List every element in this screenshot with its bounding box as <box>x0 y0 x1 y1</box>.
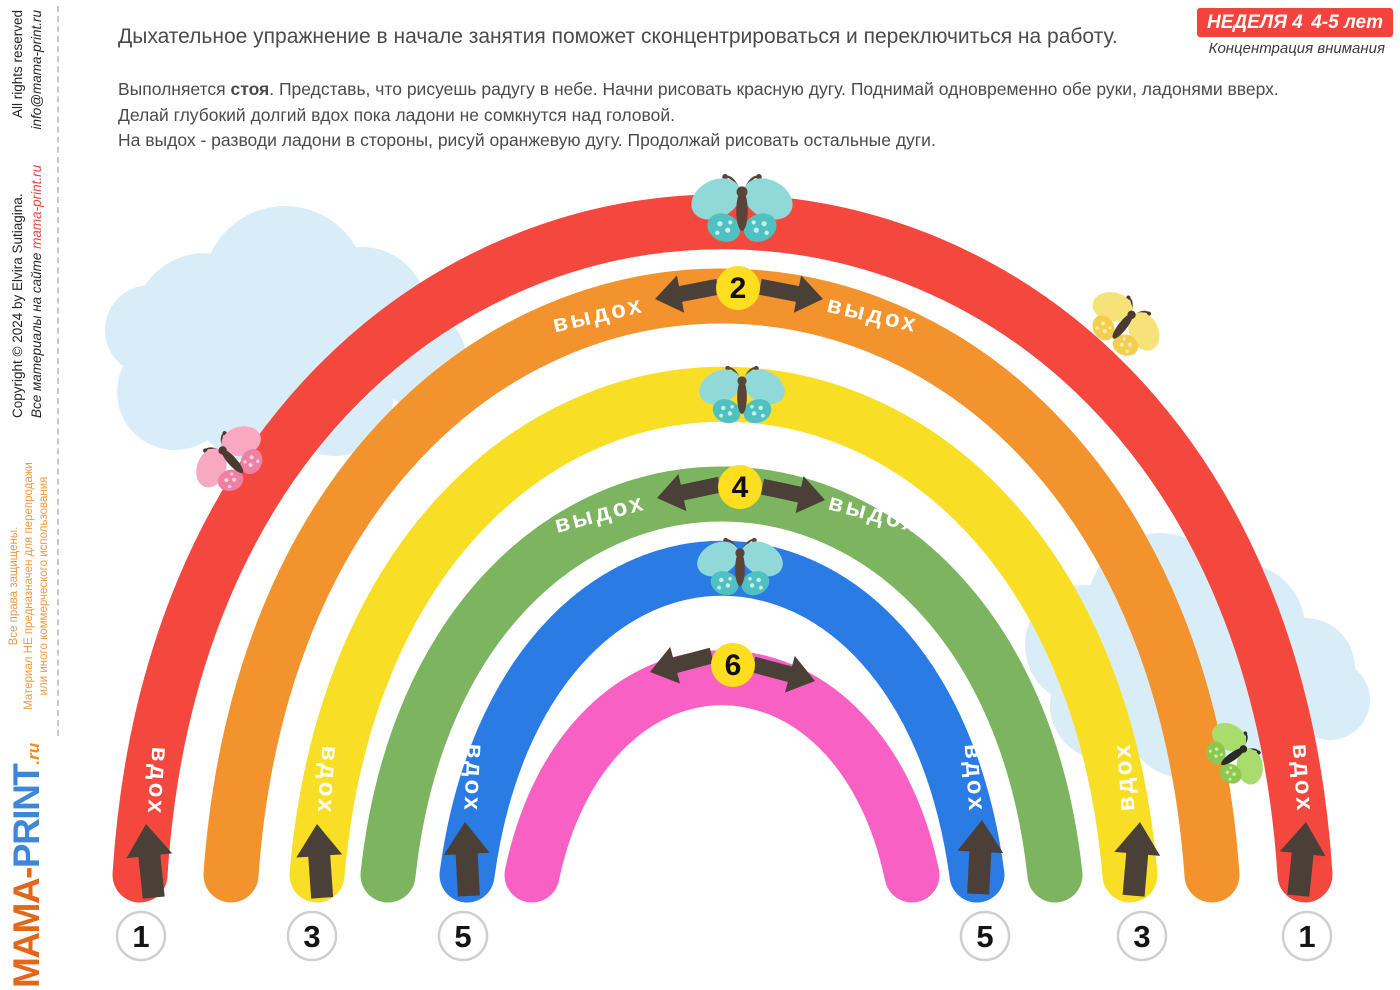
step-number: 6 <box>725 649 742 682</box>
exhale-step-badges: 2 4 6 <box>711 266 762 687</box>
exhale-arrows <box>650 275 825 693</box>
site-link: mama-print.ru <box>29 164 44 249</box>
arrow-up-icon <box>1114 822 1161 897</box>
inhale-label: вдох <box>1287 743 1319 814</box>
instructions-line-3: На выдох - разводи ладони в стороны, рис… <box>118 130 936 150</box>
arrow-right-icon <box>758 275 823 313</box>
arrow-up-icon <box>126 824 173 899</box>
step-circle <box>959 910 1011 962</box>
step-number: 1 <box>1298 919 1315 954</box>
instructions: Выполняется стоя. Представь, что рисуешь… <box>118 77 1279 154</box>
bold-standing-word: стоя <box>230 79 270 99</box>
sidebar-divider <box>57 6 59 736</box>
copyright-text: Copyright © 2024 by Elvira Sutiagina. <box>10 193 25 418</box>
sidebar-copyright-row: Copyright © 2024 by Elvira Sutiagina. Al… <box>10 10 25 418</box>
arc-pink <box>504 650 940 903</box>
arrow-left-icon <box>650 646 714 684</box>
step-circle <box>1116 910 1168 962</box>
arrow-up-icon <box>443 822 490 897</box>
week-label: НЕДЕЛЯ 4 <box>1207 11 1303 33</box>
step-number: 3 <box>1133 919 1150 954</box>
rights-text: All rights reserved <box>10 10 25 119</box>
inhale-label: вдох <box>458 743 489 814</box>
age-label: 4-5 лет <box>1311 11 1383 33</box>
mama-print-logo: MAMA-PRINT.ru <box>6 742 47 988</box>
step-circle <box>437 910 489 962</box>
inhale-label: вдох <box>312 745 344 816</box>
email-text: info@mama-print.ru <box>29 10 44 130</box>
step-circle <box>115 910 167 962</box>
arrow-left-icon <box>655 275 720 313</box>
page-title: Дыхательное упражнение в начале занятия … <box>118 25 1118 48</box>
inhale-step-badges: 1 3 5 5 3 1 <box>115 910 1333 962</box>
step-number: 5 <box>976 919 993 954</box>
week-badge: НЕДЕЛЯ 4 4-5 лет <box>1197 8 1393 37</box>
inhale-label: вдох <box>959 743 991 814</box>
materials-text: Все материалы на сайте mama-print.ru <box>29 164 44 418</box>
step-circle <box>716 266 760 310</box>
arrow-right-icon <box>751 655 815 693</box>
inhale-label: вдох <box>1109 741 1141 812</box>
step-number: 5 <box>454 919 471 954</box>
arrow-up-icon <box>296 824 343 899</box>
badge-subtitle: Концентрация внимания <box>1208 40 1385 57</box>
arrow-left-icon <box>657 474 722 512</box>
sidebar-materials-row: Все материалы на сайте mama-print.ru inf… <box>29 10 44 418</box>
arrow-right-icon <box>760 476 825 514</box>
step-circle <box>286 910 338 962</box>
arrow-up-icon <box>957 820 1004 895</box>
step-circle <box>718 465 762 509</box>
license-notice: Все права защищены. Материал НЕ предназн… <box>8 462 50 710</box>
step-circle <box>711 643 755 687</box>
step-number: 4 <box>732 471 749 504</box>
step-number: 1 <box>132 919 149 954</box>
step-number: 3 <box>303 919 320 954</box>
inhale-arrows <box>126 820 1326 899</box>
arrow-up-icon <box>1279 822 1326 897</box>
instructions-line-2: Делай глубокий долгий вдох пока ладони н… <box>118 104 676 125</box>
instructions-line-1: Выполняется стоя. Представь, что рисуешь… <box>118 79 1279 99</box>
step-circle <box>1281 910 1333 962</box>
inhale-label: вдох <box>142 746 174 817</box>
step-number: 2 <box>730 272 747 305</box>
